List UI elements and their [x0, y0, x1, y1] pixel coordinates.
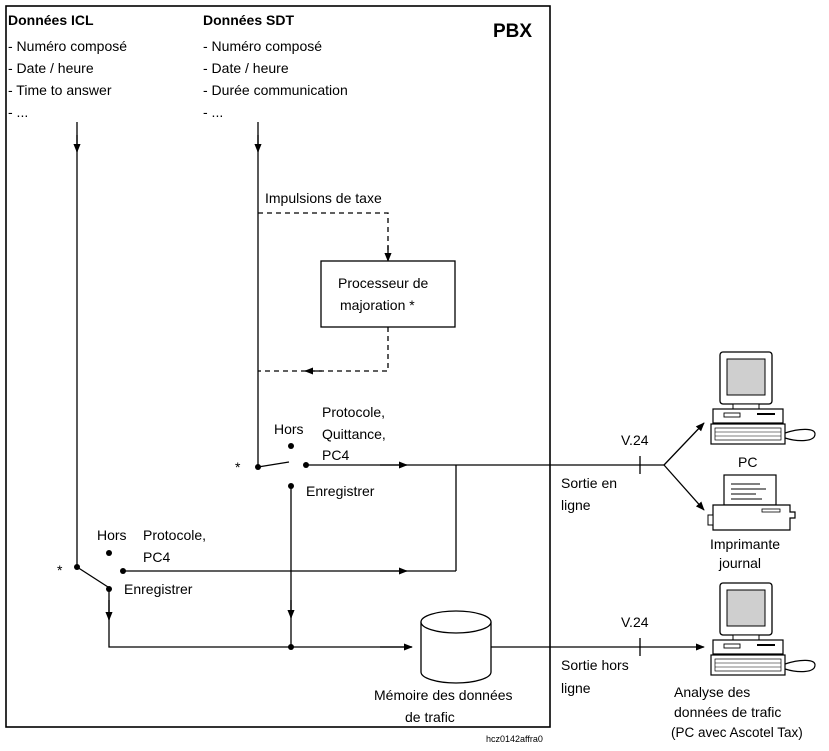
- printer-label: Imprimante: [710, 536, 780, 552]
- upper-switch-protocol-label: PC4: [322, 447, 349, 463]
- lower-switch-off-contact: [106, 550, 112, 556]
- figure-code: hcz0142affra0: [486, 734, 543, 744]
- upper-switch-off-label: Hors: [274, 421, 304, 437]
- surcharge-processor-box: [320, 260, 456, 328]
- icl-item: - Time to answer: [8, 82, 112, 98]
- lower-switch-star: *: [57, 562, 63, 578]
- branch-to-pc: [663, 422, 705, 466]
- online-output-label: ligne: [561, 497, 591, 513]
- icl-item: - Numéro composé: [8, 38, 127, 54]
- sdt-data-block: Données SDT - Numéro composé - Date / he…: [203, 12, 348, 120]
- sdt-item: - Durée communication: [203, 82, 348, 98]
- icl-data-block: Données ICL - Numéro composé - Date / he…: [8, 12, 127, 120]
- branch-to-printer: [663, 464, 705, 511]
- printer-label: journal: [718, 555, 761, 571]
- upper-switch-protocol-label: Quittance,: [322, 426, 386, 442]
- upper-switch-record-label: Enregistrer: [306, 483, 375, 499]
- offline-output-label: ligne: [561, 680, 591, 696]
- analysis-label: (PC avec Ascotel Tax): [671, 725, 803, 740]
- memory-label: Mémoire des données: [374, 687, 513, 703]
- lower-switch-blade: [76, 566, 109, 588]
- sdt-item: - ...: [203, 104, 223, 120]
- pbx-border: [5, 5, 551, 728]
- tax-pulses-label: Impulsions de taxe: [265, 190, 382, 206]
- surcharge-processor-label: majoration *: [340, 297, 415, 313]
- icl-title: Données ICL: [8, 12, 94, 28]
- icl-item: - Date / heure: [8, 60, 94, 76]
- pc-icon: [710, 351, 816, 445]
- lower-record-path: [108, 589, 412, 648]
- sdt-item: - Date / heure: [203, 60, 289, 76]
- surcharge-return-dashed-path: [258, 327, 389, 372]
- upper-switch-off-contact: [288, 443, 294, 449]
- lower-switch-off-label: Hors: [97, 527, 127, 543]
- analysis-label: données de trafic: [674, 704, 781, 720]
- sdt-item: - Numéro composé: [203, 38, 322, 54]
- sdt-title: Données SDT: [203, 12, 294, 28]
- online-output-label: Sortie en: [561, 475, 617, 491]
- upper-switch-protocol-label: Protocole,: [322, 404, 385, 420]
- surcharge-processor-label: Processeur de: [338, 275, 428, 291]
- printer-icon: [707, 474, 796, 531]
- analysis-pc-icon: [710, 582, 816, 676]
- lower-switch-protocol-label: PC4: [143, 549, 170, 565]
- tax-pulses-dashed-path: [258, 212, 389, 261]
- pbx-label: PBX: [493, 21, 532, 42]
- icl-item: - ...: [8, 104, 28, 120]
- pc-label: PC: [738, 454, 757, 470]
- database-icon: [420, 610, 492, 684]
- lower-switch-record-label: Enregistrer: [124, 581, 193, 597]
- lower-switch-protocol-label: Protocole,: [143, 527, 206, 543]
- analysis-label: Analyse des: [674, 684, 750, 700]
- v24-lower-label: V.24: [621, 614, 649, 630]
- upper-switch-star: *: [235, 459, 241, 475]
- offline-output-label: Sortie hors: [561, 657, 629, 673]
- v24-upper-label: V.24: [621, 432, 649, 448]
- memory-label: de trafic: [405, 709, 455, 725]
- upper-switch-blade: [257, 461, 290, 468]
